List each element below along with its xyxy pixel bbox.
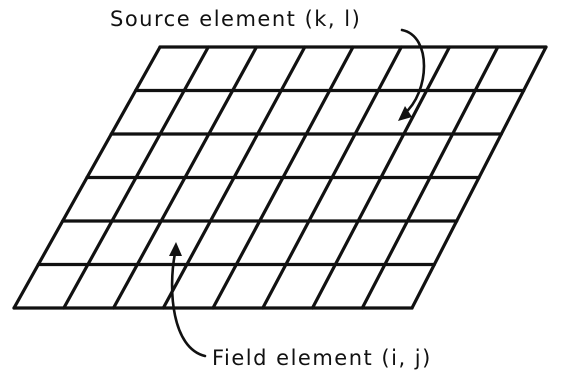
field-arrowhead: [169, 242, 182, 256]
grid-column-line: [12, 45, 162, 310]
grid-column-line: [360, 45, 500, 310]
field-element-label: Field element (i, j): [212, 346, 432, 370]
grid-column-line: [410, 45, 548, 310]
grid-column-line: [62, 45, 210, 310]
grid-column-line: [211, 45, 355, 310]
grid-column-line: [111, 45, 259, 310]
source-arrow: [400, 28, 426, 116]
source-arrowhead: [398, 106, 412, 121]
source-element-label: Source element (k, l): [110, 7, 362, 31]
grid-column-line: [261, 45, 403, 310]
grid-column-line: [161, 45, 307, 310]
grid-column-line: [310, 45, 452, 310]
parallelogram-grid: [12, 45, 548, 310]
field-arrow: [170, 251, 207, 358]
